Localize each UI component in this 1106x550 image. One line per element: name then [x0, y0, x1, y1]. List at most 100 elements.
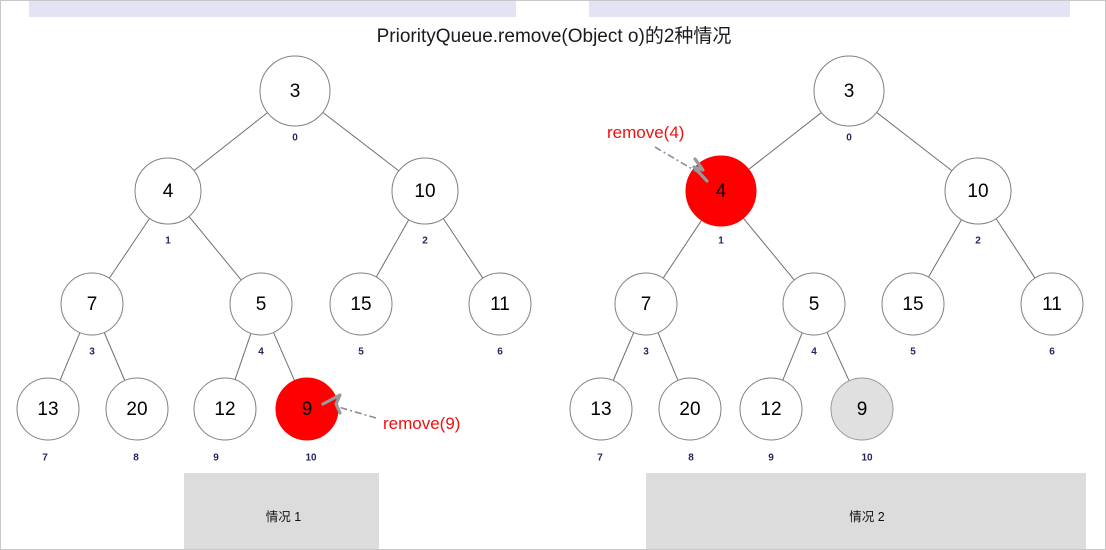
caption-case-1-heading: 情况 1 — [265, 510, 302, 524]
tree-edge-left-7-13 — [59, 332, 81, 381]
tree-edge-left-7-20 — [103, 332, 126, 381]
node-circle-15 — [881, 272, 945, 336]
caption-case-2: 情况 2 删除的不是最后一个元素 从删除点开始以最后一个元素为参照调用一次sif… — [646, 473, 1086, 549]
index-label-left-0: 0 — [292, 133, 298, 144]
index-label-right-5: 5 — [910, 347, 916, 358]
tree-node-right-5[interactable]: 5 — [782, 272, 846, 336]
tree-edge-right-4-7 — [662, 219, 703, 279]
annotations-layer: remove(9) remove(4) — [321, 123, 709, 433]
caption-case-2-heading: 情况 2 — [849, 510, 885, 524]
annotation-leader-right — [654, 146, 700, 174]
tree-node-left-15[interactable]: 15 — [329, 272, 393, 336]
tree-node-left-10[interactable]: 10 — [391, 157, 459, 225]
tree-node-left-3[interactable]: 3 — [259, 55, 331, 127]
tree-node-right-7[interactable]: 7 — [614, 272, 678, 336]
node-value-10: 10 — [967, 181, 988, 202]
node-circle-12 — [739, 377, 803, 441]
node-value-9: 9 — [857, 399, 868, 420]
index-label-right-4: 4 — [811, 347, 817, 358]
index-label-left-1: 1 — [165, 236, 171, 247]
node-value-7: 7 — [87, 294, 98, 315]
node-value-13: 13 — [590, 399, 611, 420]
tree-edge-right-5-9 — [826, 331, 850, 382]
node-circle-10 — [391, 157, 459, 225]
tree-node-left-11[interactable]: 11 — [468, 272, 532, 336]
tree-node-right-15[interactable]: 15 — [881, 272, 945, 336]
tree-node-right-13[interactable]: 13 — [569, 377, 633, 441]
node-value-20: 20 — [679, 399, 700, 420]
tree-node-right-11[interactable]: 11 — [1020, 272, 1084, 336]
tree-node-right-9[interactable]: 9 — [830, 377, 894, 441]
node-value-5: 5 — [256, 294, 267, 315]
tree-node-left-4[interactable]: 4 — [134, 157, 202, 225]
tree-node-right-3[interactable]: 3 — [813, 55, 885, 127]
tree-node-right-12[interactable]: 12 — [739, 377, 803, 441]
tree-edge-left-5-12 — [234, 333, 252, 380]
node-value-4: 4 — [163, 181, 174, 202]
annotation-arrow-right — [692, 157, 709, 183]
tree-edge-right-3-10 — [876, 112, 953, 172]
node-circle-3 — [259, 55, 331, 127]
index-label-left-4: 4 — [258, 347, 264, 358]
tree-edge-left-5-9 — [272, 332, 296, 381]
node-circle-9 — [830, 377, 894, 441]
index-label-left-2: 2 — [422, 236, 428, 247]
node-value-4: 4 — [716, 181, 727, 202]
node-value-15: 15 — [902, 294, 923, 315]
index-label-right-10: 10 — [861, 453, 873, 464]
index-label-left-9: 9 — [213, 453, 219, 464]
tree-node-left-5[interactable]: 5 — [229, 272, 293, 336]
tree-node-left-7[interactable]: 7 — [60, 272, 124, 336]
node-value-20: 20 — [126, 399, 147, 420]
node-value-15: 15 — [350, 294, 371, 315]
node-circle-7 — [614, 272, 678, 336]
annotation-leader-left — [334, 405, 377, 419]
index-bar-right-row-3 — [589, 1, 886, 17]
node-circle-4 — [134, 157, 202, 225]
tree-edge-right-7-20 — [657, 332, 679, 381]
tree-edge-left-3-10 — [322, 111, 400, 172]
node-value-5: 5 — [809, 294, 820, 315]
tree-node-right-10[interactable]: 10 — [944, 157, 1012, 225]
node-value-10: 10 — [414, 181, 435, 202]
node-value-3: 3 — [290, 81, 301, 102]
tree-edge-right-3-4 — [748, 112, 822, 170]
caption-case-1: 情况 1 删除的是最后一个元素 直接删除即可，不需要调整 — [184, 473, 379, 549]
index-label-left-3: 3 — [89, 347, 95, 358]
tree-edge-left-4-5 — [188, 216, 242, 281]
tree-node-left-20[interactable]: 20 — [105, 377, 169, 441]
index-bars-layer — [29, 1, 1070, 17]
index-label-left-8: 8 — [133, 453, 139, 464]
node-circle-7 — [60, 272, 124, 336]
tree-edge-right-10-15 — [928, 219, 962, 278]
node-circle-11 — [468, 272, 532, 336]
page-title: PriorityQueue.remove(Object o)的2种情况 — [376, 26, 732, 47]
node-value-11: 11 — [490, 294, 510, 315]
node-value-11: 11 — [1042, 294, 1062, 315]
tree-edge-right-4-5 — [742, 217, 795, 281]
node-circle-20 — [658, 377, 722, 441]
tree-node-left-13[interactable]: 13 — [16, 377, 80, 441]
node-value-9: 9 — [302, 399, 313, 420]
tree-edge-left-10-11 — [442, 218, 484, 279]
node-circle-11 — [1020, 272, 1084, 336]
tree-node-right-20[interactable]: 20 — [658, 377, 722, 441]
annotation-label-right: remove(4) — [607, 123, 684, 142]
tree-node-left-9[interactable]: 9 — [275, 377, 339, 441]
index-label-left-10: 10 — [305, 453, 317, 464]
annotation-arrow-left — [321, 393, 342, 415]
node-circle-4 — [685, 155, 757, 227]
annotation-label-left: remove(9) — [383, 414, 460, 433]
index-label-right-1: 1 — [718, 236, 724, 247]
tree-edge-left-4-7 — [108, 218, 150, 279]
node-circle-5 — [782, 272, 846, 336]
node-value-7: 7 — [641, 294, 652, 315]
index-label-right-3: 3 — [643, 347, 649, 358]
node-value-13: 13 — [37, 399, 58, 420]
tree-node-right-4[interactable]: 4 — [685, 155, 757, 227]
tree-node-left-12[interactable]: 12 — [193, 377, 257, 441]
index-label-right-7: 7 — [597, 453, 603, 464]
tree-edge-right-10-11 — [995, 218, 1036, 279]
